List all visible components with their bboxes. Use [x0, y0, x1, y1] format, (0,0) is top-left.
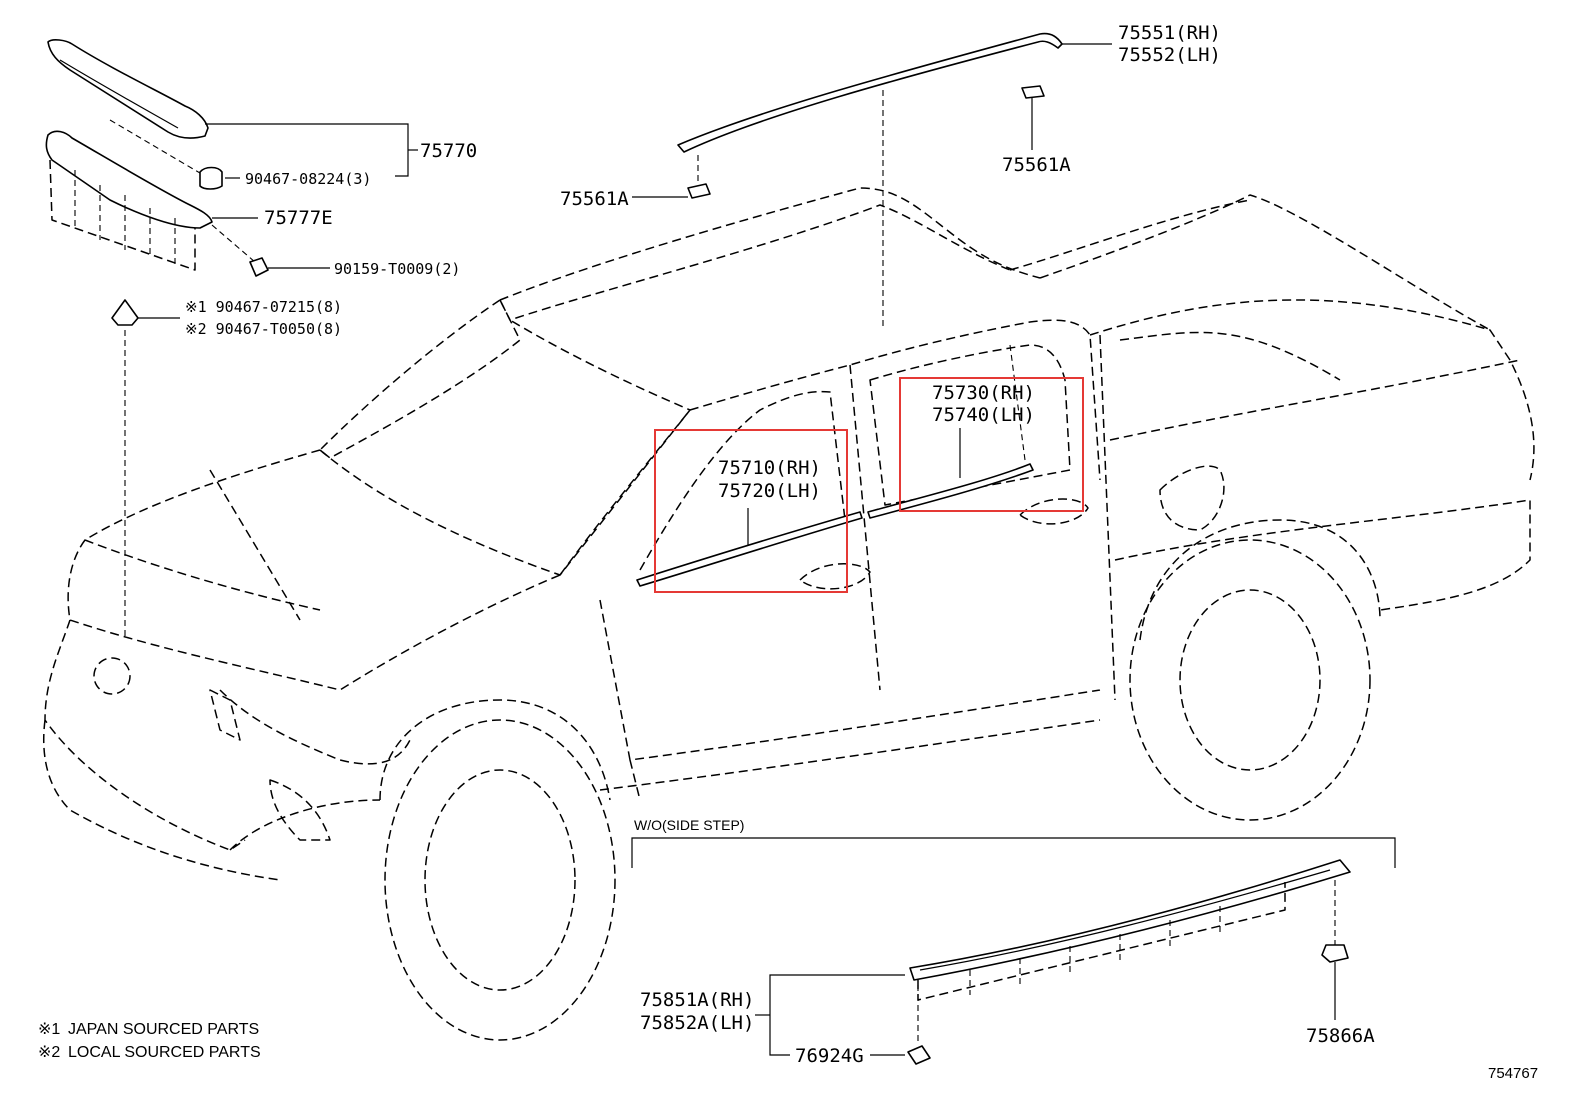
label-roof-clip-right: 75561A: [1002, 154, 1071, 176]
push-clip-icon: [111, 299, 139, 326]
roof-clip-left-icon: [687, 183, 711, 199]
note-text-1: JAPAN SOURCED PARTS: [68, 1021, 259, 1038]
label-roof-lh: 75552(LH): [1118, 44, 1221, 66]
label-rear-door-rh: 75730(RH): [932, 382, 1035, 404]
label-rocker-nut: 75866A: [1306, 1025, 1375, 1047]
roof-moulding-parts: [632, 32, 1112, 199]
hood-moulding-parts: [45, 39, 418, 326]
note-text-2: LOCAL SOURCED PARTS: [68, 1044, 261, 1061]
label-hood-clip: 90467-08224(3): [245, 170, 371, 188]
label-hood-assy: 75770: [420, 140, 477, 162]
label-rocker-lh: 75852A(LH): [640, 1012, 754, 1034]
screw-icon: [249, 257, 269, 277]
illustration-number: 754767: [1488, 1065, 1538, 1082]
rocker-clip-icon: [907, 1045, 931, 1065]
label-condition: W/O(SIDE STEP): [634, 817, 744, 833]
hood-clip-icon: [199, 166, 223, 190]
label-rocker-clip: 76924G: [795, 1045, 864, 1067]
label-roof-rh: 75551(RH): [1118, 22, 1221, 44]
label-front-door-lh: 75720(LH): [718, 480, 821, 502]
label-hood-emblem: 75777E: [264, 207, 333, 229]
note-mark-2: ※2: [38, 1044, 60, 1061]
highlight-front-door: [654, 429, 848, 593]
label-hood-screw: 90159-T0009(2): [334, 260, 460, 278]
label-rear-door-lh: 75740(LH): [932, 404, 1035, 426]
label-hood-clip-local: ※2 90467-T0050(8): [185, 320, 342, 338]
rocker-moulding-parts: [631, 837, 1396, 1065]
label-rocker-rh: 75851A(RH): [640, 989, 754, 1011]
note-mark-1: ※1: [38, 1021, 60, 1038]
door-belt-mouldings: [636, 344, 1084, 593]
label-front-door-rh: 75710(RH): [718, 457, 821, 479]
nut-icon: [1321, 944, 1349, 963]
part-labels: 75551(RH) 75552(LH) 75561A 75561A 75770 …: [38, 22, 1538, 1082]
label-roof-clip-left: 75561A: [560, 188, 629, 210]
truck-outline: [42, 90, 1535, 1045]
label-hood-clip-jp: ※1 90467-07215(8): [185, 298, 342, 316]
highlight-rear-door: [899, 377, 1084, 512]
roof-clip-right-icon: [1021, 85, 1045, 99]
